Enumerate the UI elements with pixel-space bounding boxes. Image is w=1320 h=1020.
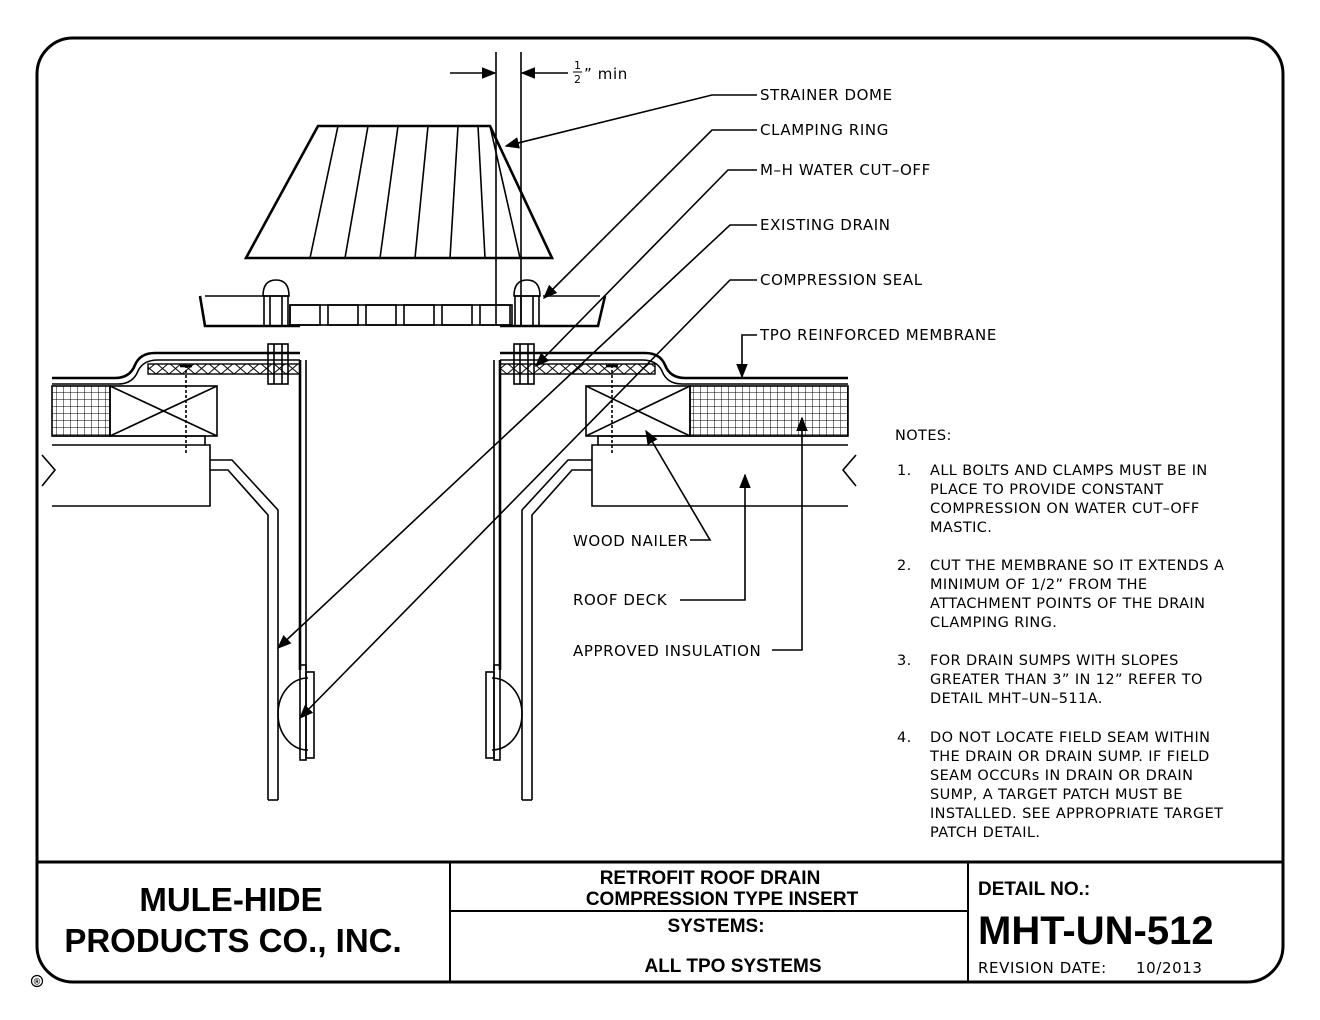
label-water-cutoff: M–H WATER CUT–OFF bbox=[760, 161, 931, 179]
dimension-label: ” min bbox=[584, 65, 628, 83]
note-4-line-4: SUMP, A TARGET PATCH MUST BE bbox=[930, 787, 1183, 803]
note-2-num: 2. bbox=[897, 558, 912, 574]
dimension-half-num: 1 bbox=[574, 59, 582, 72]
registered-symbol: ® bbox=[34, 977, 41, 987]
note-4-line-6: PATCH DETAIL. bbox=[930, 825, 1040, 841]
label-strainer-dome: STRAINER DOME bbox=[760, 86, 893, 104]
dimension-half-den: 2 bbox=[574, 73, 582, 86]
note-1-line-3: COMPRESSION ON WATER CUT–OFF bbox=[930, 501, 1200, 517]
existing-drain-body bbox=[210, 343, 592, 801]
label-roof-deck: ROOF DECK bbox=[573, 591, 668, 609]
registered-mark: ® bbox=[30, 974, 44, 988]
note-1-num: 1. bbox=[897, 463, 912, 479]
note-3-line-2: GREATER THAN 3” IN 12” REFER TO bbox=[930, 672, 1203, 688]
notes-heading: NOTES: bbox=[895, 428, 952, 444]
label-compression-seal: COMPRESSION SEAL bbox=[760, 271, 923, 289]
dimension-half-inch: 1 2 ” min bbox=[450, 52, 628, 325]
strainer-dome bbox=[243, 124, 555, 260]
note-4-line-5: INSTALLED. SEE APPROPRIATE TARGET bbox=[930, 806, 1223, 822]
systems-label: SYSTEMS: bbox=[667, 916, 764, 937]
notes-section: NOTES: 1. ALL BOLTS AND CLAMPS MUST BE I… bbox=[895, 428, 1224, 841]
clamping-ring bbox=[198, 279, 607, 328]
company-name-line-2: PRODUCTS CO., INC. bbox=[64, 922, 401, 959]
note-1-line-2: PLACE TO PROVIDE CONSTANT bbox=[930, 482, 1164, 498]
label-tpo-membrane: TPO REINFORCED MEMBRANE bbox=[759, 326, 997, 344]
note-2-line-3: ATTACHMENT POINTS OF THE DRAIN bbox=[930, 596, 1205, 612]
note-3-num: 3. bbox=[897, 653, 912, 669]
note-2-line-4: CLAMPING RING. bbox=[930, 615, 1057, 631]
title-block: MULE-HIDE PRODUCTS CO., INC. RETROFIT RO… bbox=[37, 860, 1283, 982]
company-name-line-1: MULE-HIDE bbox=[139, 881, 322, 918]
note-4-num: 4. bbox=[897, 730, 912, 746]
note-4-line-1: DO NOT LOCATE FIELD SEAM WITHIN bbox=[930, 730, 1210, 746]
note-1-line-1: ALL BOLTS AND CLAMPS MUST BE IN bbox=[930, 463, 1208, 479]
detail-number: MHT-UN-512 bbox=[978, 909, 1214, 953]
systems-value: ALL TPO SYSTEMS bbox=[644, 956, 821, 977]
note-3-line-3: DETAIL MHT–UN–511A. bbox=[930, 691, 1103, 707]
detail-number-label: DETAIL NO.: bbox=[978, 879, 1090, 900]
leader-lines bbox=[276, 94, 808, 720]
note-1-line-4: MASTIC. bbox=[930, 520, 992, 536]
note-2-line-2: MINIMUM OF 1/2” FROM THE bbox=[930, 577, 1147, 593]
sheet-border bbox=[35, 36, 1285, 984]
label-existing-drain: EXISTING DRAIN bbox=[760, 216, 891, 234]
roof-left bbox=[41, 351, 301, 507]
label-clamping-ring: CLAMPING RING bbox=[760, 121, 889, 139]
revision-date-label: REVISION DATE: bbox=[978, 959, 1107, 977]
compression-seal bbox=[277, 664, 523, 761]
note-3-line-1: FOR DRAIN SUMPS WITH SLOPES bbox=[930, 653, 1179, 669]
revision-date: 10/2013 bbox=[1136, 959, 1203, 977]
note-4-line-2: THE DRAIN OR DRAIN SUMP. IF FIELD bbox=[929, 749, 1210, 765]
note-2-line-1: CUT THE MEMBRANE SO IT EXTENDS A bbox=[930, 558, 1224, 574]
roof-right bbox=[499, 351, 857, 507]
drawing-title-line-2: COMPRESSION TYPE INSERT bbox=[586, 889, 859, 910]
label-approved-insulation: APPROVED INSULATION bbox=[573, 642, 761, 660]
label-wood-nailer: WOOD NAILER bbox=[573, 532, 689, 550]
note-4-line-3: SEAM OCCURs IN DRAIN OR DRAIN bbox=[930, 768, 1193, 784]
drawing-title-line-1: RETROFIT ROOF DRAIN bbox=[600, 868, 821, 889]
